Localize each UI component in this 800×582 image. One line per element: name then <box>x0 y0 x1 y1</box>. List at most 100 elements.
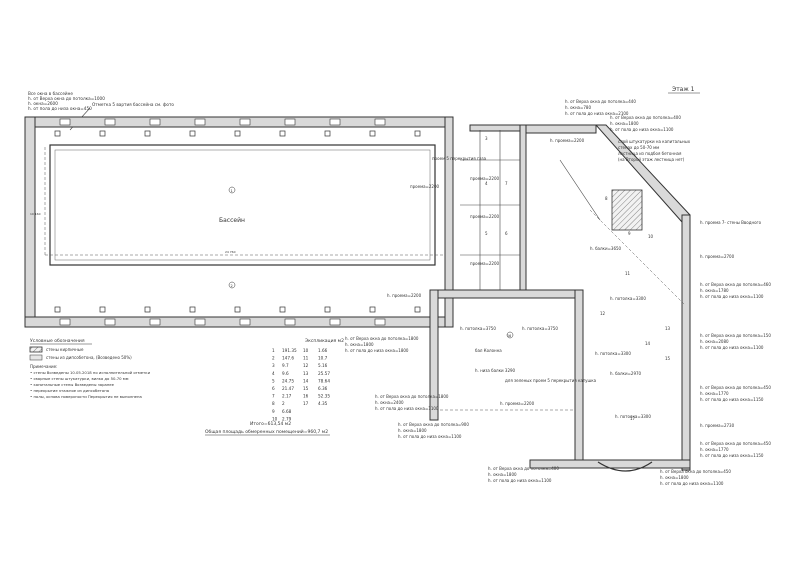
area-table-cell: 25.57 <box>318 371 330 376</box>
svg-text:17: 17 <box>630 416 636 421</box>
svg-text:h. окна=2600: h. окна=2600 <box>28 101 58 106</box>
svg-text:h. низа балки 3290: h. низа балки 3290 <box>475 368 516 373</box>
svg-text:8: 8 <box>605 196 608 201</box>
area-table-cell: 9 <box>272 409 275 414</box>
area-table-cell: 2.17 <box>282 394 292 399</box>
area-table-cell: 2 <box>272 356 275 361</box>
area-table-cell: 24.75 <box>282 378 294 383</box>
stair-wing: h. проема=2200 h. балки=3650 h. потолка=… <box>525 124 762 471</box>
svg-text:12: 12 <box>600 311 606 316</box>
svg-text:h. окна=2400: h. окна=2400 <box>375 400 404 405</box>
svg-text:h. окна=1800: h. окна=1800 <box>488 472 517 477</box>
area-table-cell: 9.6 <box>282 371 289 376</box>
svg-text:h. от Верха окна до потолка=45: h. от Верха окна до потолка=450 <box>700 441 771 446</box>
svg-text:h. от пола до низа окна=1100: h. от пола до низа окна=1100 <box>398 434 462 439</box>
svg-text:стенах до 50-70 мм: стенах до 50-70 мм <box>618 145 659 150</box>
svg-text:6: 6 <box>505 231 508 236</box>
svg-text:h. окна=1780: h. окна=1780 <box>700 288 729 293</box>
svg-text:14: 14 <box>645 341 651 346</box>
area-table-cell: 4.35 <box>318 401 328 406</box>
svg-text:h. от пола до низа окна=1150: h. от пола до низа окна=1150 <box>700 397 764 402</box>
area-table-cell: 6.68 <box>282 409 292 414</box>
svg-text:h. потолка=3300: h. потолка=3300 <box>615 414 651 419</box>
area-table-cell: 78.64 <box>318 378 330 383</box>
area-table-cell: 15 <box>303 386 309 391</box>
svg-text:h. проема=2200: h. проема=2200 <box>500 401 535 406</box>
room-number-2: 2 <box>231 284 233 288</box>
svg-text:h. от пола до низа окна=1100: h. от пола до низа окна=1100 <box>700 294 764 299</box>
top-window-notes: h. от Верха окна до потолка=440 h. окна=… <box>565 99 681 132</box>
svg-text:• перекрытие этажное из дипсоб: • перекрытие этажное из дипсобетона <box>30 388 109 393</box>
svg-text:h. от Верха окна до потолка=10: h. от Верха окна до потолка=1000 <box>28 96 105 101</box>
svg-text:h. окна=1770: h. окна=1770 <box>700 447 729 452</box>
pool-length-dim: 24 760 <box>225 250 236 254</box>
svg-text:15: 15 <box>665 356 671 361</box>
brick-wall-swatch <box>29 346 43 353</box>
area-table-cell: 10.7 <box>318 356 328 361</box>
svg-text:10: 10 <box>648 234 654 239</box>
svg-text:проема=2200: проема=2200 <box>470 261 500 266</box>
svg-text:h. от Верха окна до потолка=18: h. от Верха окна до потолка=1800 <box>345 336 419 341</box>
svg-text:проема=2200: проема=2200 <box>410 184 440 189</box>
right-window-notes: h. от Верха окна до потолка=460 h. окна=… <box>700 282 771 458</box>
area-table-cell: 2.79 <box>282 416 292 421</box>
pool-width-dim: 10 160 <box>30 212 41 216</box>
area-table-cell: 21.47 <box>282 386 294 391</box>
area-table: Экспликация м2 Итого=613,54 м2 Общая пло… <box>205 338 344 436</box>
svg-text:h. от пола до низа окна=1100: h. от пола до низа окна=1100 <box>700 345 764 350</box>
svg-text:h. от пола до низа окна=1100: h. от пола до низа окна=1100 <box>610 127 674 132</box>
svg-text:h. от пола до низа окна=1150: h. от пола до низа окна=1150 <box>700 453 764 458</box>
svg-text:h. проема=2730: h. проема=2730 <box>700 423 735 428</box>
svg-text:h. проема=2700: h. проема=2700 <box>700 254 735 259</box>
svg-text:h. от пола до низа окна=1100: h. от пола до низа окна=1100 <box>660 481 724 486</box>
bottom-window-notes: h. от Верха окна до потолка=900 h. окна=… <box>398 422 731 486</box>
svg-text:• полы, основа поверхности Пе: • полы, основа поверхности Перекрытия не… <box>30 394 142 399</box>
svg-text:для зеленых проем 5 перекрытия: для зеленых проем 5 перекрытия катушка <box>505 378 597 383</box>
svg-text:5: 5 <box>485 231 488 236</box>
area-table-cell: 17 <box>303 401 309 406</box>
svg-text:проема=2200: проема=2200 <box>470 176 500 181</box>
svg-text:11: 11 <box>625 271 631 276</box>
svg-text:h. окна=1800: h. окна=1800 <box>398 428 427 433</box>
svg-text:h. окна=1800: h. окна=1800 <box>660 475 689 480</box>
svg-text:• капитальные стены Возведены: • капитальные стены Возведены заранее <box>30 382 115 387</box>
svg-text:Все окна в бассейне: Все окна в бассейне <box>28 91 73 96</box>
svg-text:16: 16 <box>507 334 511 338</box>
area-table-cell: 1.66 <box>318 348 328 353</box>
svg-text:h. от Верха окна до потолка=18: h. от Верха окна до потолка=1800 <box>375 394 449 399</box>
area-table-cell: 7 <box>272 394 275 399</box>
svg-text:h. от Верха окна до потолка=46: h. от Верха окна до потолка=460 <box>700 282 771 287</box>
svg-text:h. от Верха окна до потолка=45: h. от Верха окна до потолка=450 <box>700 385 771 390</box>
svg-text:h. от Верха окна до потолка=90: h. от Верха окна до потолка=900 <box>398 422 469 427</box>
svg-text:9: 9 <box>628 231 631 236</box>
svg-text:h. балки=2970: h. балки=2970 <box>610 371 642 376</box>
service-rooms: проема=2200 проема=2200 проема=2200 прое… <box>387 116 527 328</box>
svg-text:13: 13 <box>665 326 671 331</box>
svg-text:h. окна=1800: h. окна=1800 <box>345 342 374 347</box>
svg-text:h. потолка=3300: h. потолка=3300 <box>610 296 646 301</box>
area-table-cell: 52.35 <box>318 394 330 399</box>
svg-text:слой штукатурки на капитальных: слой штукатурки на капитальных <box>618 139 691 144</box>
svg-text:стены кирпичные: стены кирпичные <box>46 347 84 352</box>
pool-basin <box>49 144 436 266</box>
svg-text:проема=2200: проема=2200 <box>470 214 500 219</box>
area-table-cell: 5 <box>272 378 275 383</box>
svg-text:7: 7 <box>505 181 508 186</box>
svg-text:h. балки=3650: h. балки=3650 <box>590 246 622 251</box>
svg-text:h. окна=1800: h. окна=1800 <box>610 121 639 126</box>
svg-text:(на Второй этаж лестница нет): (на Второй этаж лестница нет) <box>618 157 685 162</box>
area-table-cell: 1 <box>272 348 275 353</box>
legend: Условные обозначения стены кирпичные сте… <box>29 338 151 399</box>
area-table-cell: 11 <box>303 356 309 361</box>
svg-text:бал Колонна: бал Колонна <box>475 348 502 353</box>
svg-text:стены из дипсобетона, (Возведе: стены из дипсобетона, (Возведено 50%) <box>46 355 132 360</box>
svg-text:h. от Верха окна до потолка=40: h. от Верха окна до потолка=400 <box>488 466 559 471</box>
area-table-cell: 13 <box>303 371 309 376</box>
area-table-cell: 10 <box>272 416 278 421</box>
svg-text:h. проема=2200: h. проема=2200 <box>550 138 585 143</box>
svg-text:h. проема 7- стены Вводного: h. проема 7- стены Вводного <box>700 220 762 225</box>
svg-text:h. потолка=3300: h. потолка=3300 <box>595 351 631 356</box>
svg-text:Отметка 5 вартия бассейна см.: Отметка 5 вартия бассейна см. фото <box>92 102 174 107</box>
svg-text:h. от пола до низа окна=1100: h. от пола до низа окна=1100 <box>375 406 439 411</box>
